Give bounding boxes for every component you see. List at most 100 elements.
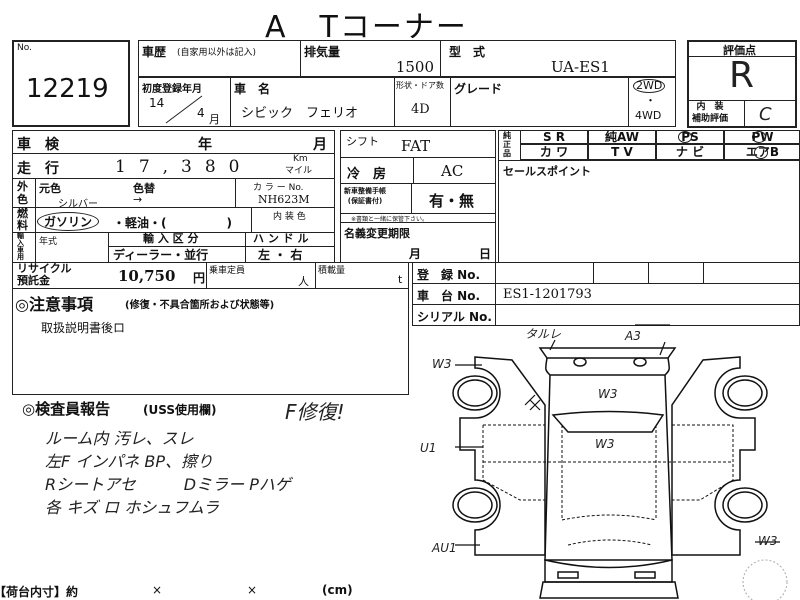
inspection-row: 車 検 年 月 (12, 130, 335, 154)
chassis-no-row: 車 台 No. ES1-1201793 (412, 283, 800, 305)
orig-color-label: 元色 (39, 182, 61, 195)
first-reg-month-unit: 月 (209, 113, 220, 126)
mark-u1: U1 (420, 441, 436, 455)
exterior-row: 外色 元色 色替 シルバー → カ ラ ー No. NH623M (12, 178, 335, 210)
mark-au1: AU1 (431, 541, 457, 555)
displacement-label: 排気量 (304, 45, 341, 59)
notes-box: ◎注意事項 (修復・不具合箇所および状態等) 取扱説明書後ロ (12, 288, 409, 395)
car-name-cell: 車 名 シビック フェリオ (230, 77, 395, 127)
reg-no-row: 登 録 No. (412, 262, 800, 284)
reg-no-label: 登 録 No. (417, 268, 481, 282)
import-year-label: 年式 (39, 237, 58, 247)
shift-label: シフト (346, 135, 379, 148)
inspection-year: 年 (198, 137, 212, 153)
mark-w3-hood: W3 (598, 387, 618, 401)
grade-cell: グレード (450, 77, 629, 127)
handle-label: ハ ン ド ル (253, 232, 309, 245)
circle-mark-ps (678, 131, 692, 143)
displacement-value: 1500 (395, 58, 434, 76)
first-registration-cell: 初度登録年月 14 4 月 (138, 77, 231, 127)
inspector-line: Rシートアセ Dミラー Pハゲ (45, 475, 291, 494)
serial-no-label: シリアル No. (417, 310, 492, 324)
bed-dims-unit: (cm) (322, 583, 353, 597)
genuine-tv: T V (588, 144, 656, 160)
inspector-report-sub: (USS使用欄) (143, 403, 217, 417)
change-color-label: 色替 (133, 182, 155, 195)
car-body-outline (538, 347, 679, 599)
ac-value: AC (441, 162, 464, 180)
genuine-label: 純正品 (503, 131, 511, 158)
first-reg-year: 14 (149, 96, 165, 110)
bed-dims-x1: × (152, 583, 163, 597)
body-cell: 形状・ドア数 4D (394, 77, 451, 127)
fuel-row: 燃料 ガソリン ・軽油・( ) 内 装 色 (12, 207, 335, 233)
recycle-unit: 円 (193, 271, 206, 285)
model-code-value: UA-ES1 (551, 58, 610, 76)
first-reg-label: 初度登録年月 (142, 84, 202, 95)
sheet-title: A Tコーナー (265, 10, 468, 45)
history-cell: 車歴 (自家用以外は記入) (138, 40, 301, 77)
damage-marks (455, 324, 780, 546)
drive-cell: 2WD ・ 4WD (628, 77, 676, 127)
mileage-value: 17,380 (115, 157, 253, 177)
first-reg-month: 4 (197, 106, 205, 120)
score-box: 評価点 R 内 装 補助評価 C (687, 40, 797, 128)
right-side-outline (671, 356, 768, 556)
left-side-outline (452, 356, 546, 556)
notes-text: 取扱説明書後ロ (41, 321, 126, 335)
manual-label: 新車整備手帳 (保証書付) (344, 187, 386, 205)
drive-4wd: 4WD (635, 109, 662, 122)
drive-sep: ・ (645, 94, 656, 107)
interior-score-label: 内 装 補助評価 (692, 102, 729, 124)
interior-color-label: 内 装 色 (273, 212, 306, 222)
genuine-leather: カ ワ (520, 144, 588, 160)
history-note: (自家用以外は記入) (177, 48, 257, 58)
car-name-label: 車 名 (234, 82, 271, 96)
inspection-month: 月 (313, 137, 327, 153)
lot-number: 12219 (26, 74, 109, 104)
inspector-line: ルーム内 汚レ、スレ (45, 429, 194, 448)
mileage-unit-km: Km (293, 154, 308, 164)
grade-label: グレード (454, 82, 503, 96)
bed-dims-label: 【荷台内寸】約 (0, 585, 79, 599)
manual-cell: 新車整備手帳 (保証書付) 有・無 ※書類と一緒に保管下さい。 (340, 183, 496, 223)
notes-sub: (修復・不具合箇所および状態等) (125, 300, 275, 311)
mileage-unit-mile: マイル (285, 166, 313, 176)
notes-label: ◎注意事項 (15, 295, 93, 314)
body-label: 形状・ドア数 (396, 81, 444, 90)
capacity-label: 乗車定員 (209, 266, 246, 276)
color-no-value: NH623M (258, 193, 310, 206)
exterior-label: 外色 (17, 180, 28, 206)
import-class-label: 輸 入 区 分 (143, 232, 199, 245)
manual-note: ※書類と一緒に保管下さい。 (351, 216, 429, 223)
inspector-line: 左F インパネ BP、擦り (45, 452, 214, 471)
manual-value: 有・無 (429, 192, 475, 210)
name-change-label: 名義変更期限 (344, 227, 410, 240)
import-row: 輸入車用 年式 輸 入 区 分 ディーラー・並行 ハ ン ド ル 左 ・ 右 (12, 232, 335, 263)
recycle-label: リサイクル 預託金 (17, 262, 72, 287)
name-change-month: 月 (409, 247, 422, 261)
serial-no-row: シリアル No. (412, 304, 800, 326)
ac-cell: 冷 房 AC (340, 157, 496, 184)
genuine-aw: 純AW (588, 130, 656, 144)
circle-mark-airbag (754, 146, 768, 159)
score-label: 評価点 (723, 44, 756, 57)
shift-value: FAT (401, 137, 431, 155)
recycle-row: リサイクル 預託金 10,750 円 乗車定員 人 積載量 t (12, 262, 409, 289)
sales-point-box: セールスポイント (498, 160, 800, 263)
fuel-other-options: ・軽油・( ) (113, 216, 232, 230)
mark-w3-roof: W3 (595, 437, 615, 451)
ac-label: 冷 房 (347, 167, 387, 182)
chassis-no-value: ES1-1201793 (503, 287, 592, 302)
color-arrow: → (133, 193, 143, 206)
car-name-value: シビック フェリオ (241, 106, 359, 121)
body-value: 4D (411, 102, 430, 117)
fuel-label: 燃料 (17, 207, 28, 232)
name-change-cell: 名義変更期限 月 日 (340, 222, 496, 263)
genuine-parts-table: 純正品 S R 純AW PS PW カ ワ T V ナ ビ エアB (498, 130, 800, 161)
door-dashed-lines (482, 424, 734, 546)
fuel-gasoline-selected: ガソリン (37, 212, 100, 231)
import-class-value: ディーラー・並行 (113, 248, 209, 262)
bed-dims-x2: × (247, 583, 258, 597)
orig-color-value: シルバー (58, 199, 98, 210)
